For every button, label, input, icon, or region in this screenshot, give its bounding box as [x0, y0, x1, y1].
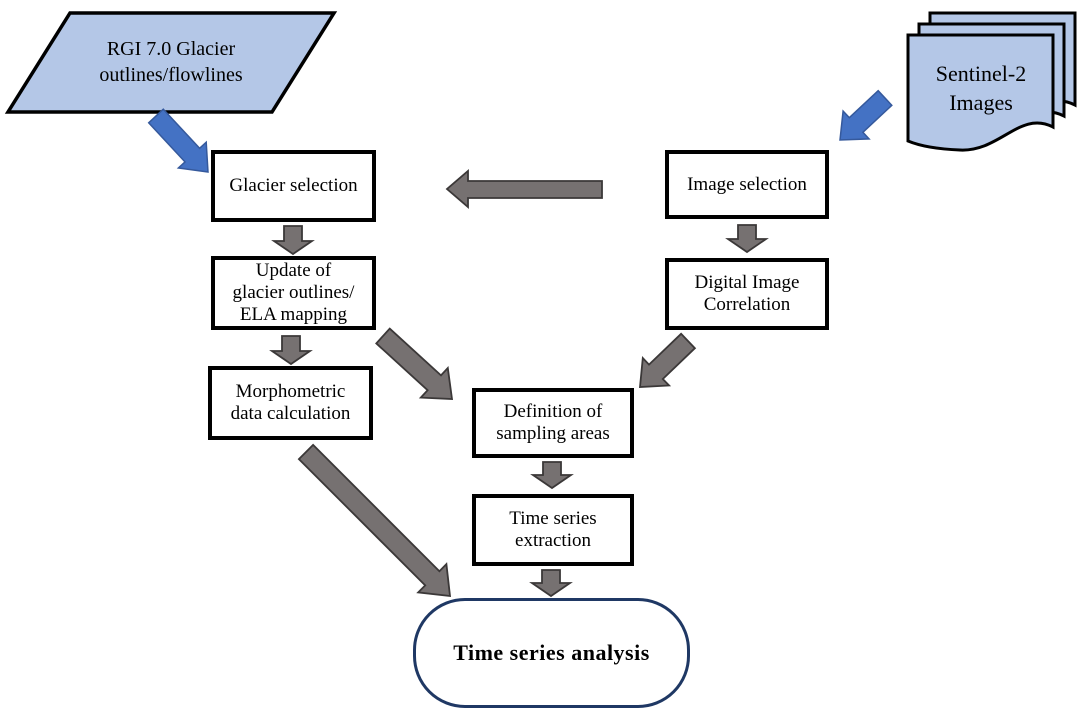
sentinel-label-line1: Sentinel-2 [935, 61, 1027, 86]
sampling-areas-line1: Definition of [503, 401, 603, 422]
node-ts-analysis: Time series analysis [413, 598, 690, 708]
rgi-parallelogram-shape [4, 11, 338, 114]
node-dic: Digital Image Correlation [665, 258, 829, 330]
sampling-areas-line2: sampling areas [496, 423, 610, 444]
ts-extraction-line1: Time series [509, 508, 597, 529]
node-image-selection: Image selection [665, 150, 829, 219]
morphometric-line2: data calculation [230, 403, 351, 424]
arrow-update-to-sampling-areas [375, 327, 454, 400]
dic-line1: Digital Image [694, 272, 800, 293]
update-outlines-line3: ELA mapping [239, 304, 348, 325]
arrow-morphometric-to-analysis [297, 443, 452, 598]
arrow-rgi-to-glacier-selection [147, 108, 209, 173]
arrow-glacier-selection-to-update [271, 225, 315, 256]
rgi-label-line1: RGI 7.0 Glacier [106, 38, 236, 60]
node-glacier-selection: Glacier selection [211, 150, 376, 222]
arrow-extraction-to-analysis [529, 569, 573, 598]
glacier-selection-label: Glacier selection [229, 175, 358, 196]
arrow-sampling-areas-to-extraction [530, 461, 574, 490]
arrow-sentinel-to-image-selection [839, 89, 893, 141]
dic-line2: Correlation [703, 294, 791, 315]
arrow-update-to-morphometric [269, 335, 313, 366]
image-selection-label: Image selection [687, 173, 807, 195]
morphometric-line1: Morphometric [235, 381, 346, 402]
node-ts-extraction: Time series extraction [472, 494, 634, 566]
sentinel-label-line2: Images [949, 90, 1013, 115]
node-rgi-input: RGI 7.0 Glacier outlines/flowlines [41, 34, 301, 90]
node-sentinel-input: Sentinel-2 Images [908, 56, 1054, 120]
arrow-image-selection-to-glacier-selection [445, 169, 603, 209]
document-front-shape [906, 33, 1055, 152]
update-outlines-line1: Update of [255, 260, 332, 281]
ts-analysis-label: Time series analysis [453, 640, 650, 665]
sentinel-document-stack-shape [906, 11, 1077, 152]
update-outlines-line2: glacier outlines/ [232, 282, 355, 303]
arrow-image-selection-to-dic [725, 224, 769, 254]
node-morphometric: Morphometric data calculation [208, 366, 373, 440]
rgi-label-line2: outlines/flowlines [99, 64, 243, 86]
node-update-outlines: Update of glacier outlines/ ELA mapping [211, 256, 376, 330]
ts-extraction-line2: extraction [515, 530, 591, 551]
arrow-dic-to-sampling-areas [639, 332, 697, 388]
node-sampling-areas: Definition of sampling areas [472, 388, 634, 458]
